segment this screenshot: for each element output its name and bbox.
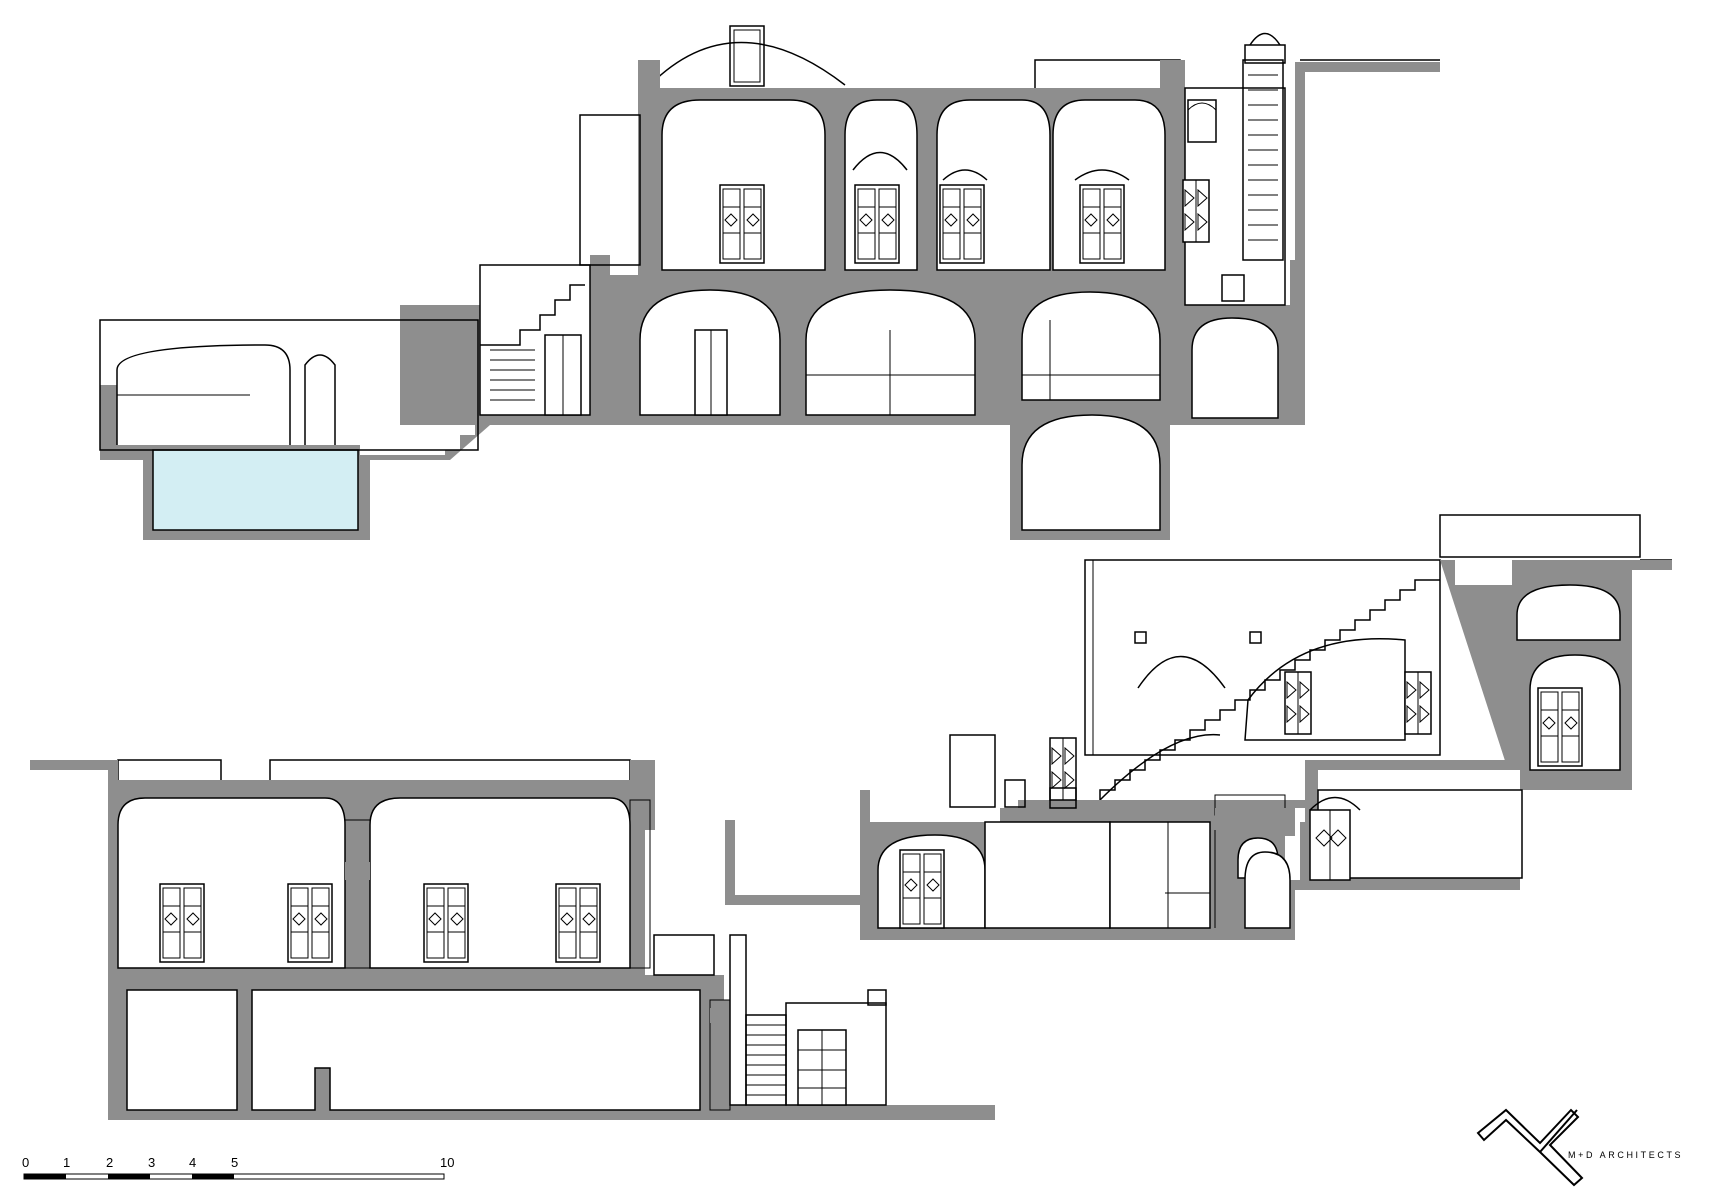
scale-bar: 0 1 2 3 4 5 10 (22, 1155, 454, 1180)
scale-label-0: 0 (22, 1155, 29, 1170)
scale-label-4: 4 (189, 1155, 196, 1170)
scale-segment-2-3 (108, 1174, 150, 1179)
scale-segment-0-1 (24, 1174, 66, 1179)
logo-mark-icon (1476, 1108, 1584, 1187)
section-lower-right (725, 514, 1672, 940)
scale-label-3: 3 (148, 1155, 155, 1170)
architect-logo: M+D ARCHITECTS (1476, 1108, 1683, 1187)
scale-label-10: 10 (440, 1155, 454, 1170)
scale-label-1: 1 (63, 1155, 70, 1170)
scale-label-2: 2 (106, 1155, 113, 1170)
scale-label-5: 5 (231, 1155, 238, 1170)
section-lower-left (30, 759, 995, 1120)
scale-segment-4-5 (192, 1174, 234, 1179)
brand-name: M+D ARCHITECTS (1568, 1150, 1683, 1160)
section-upper-left (99, 25, 1440, 540)
